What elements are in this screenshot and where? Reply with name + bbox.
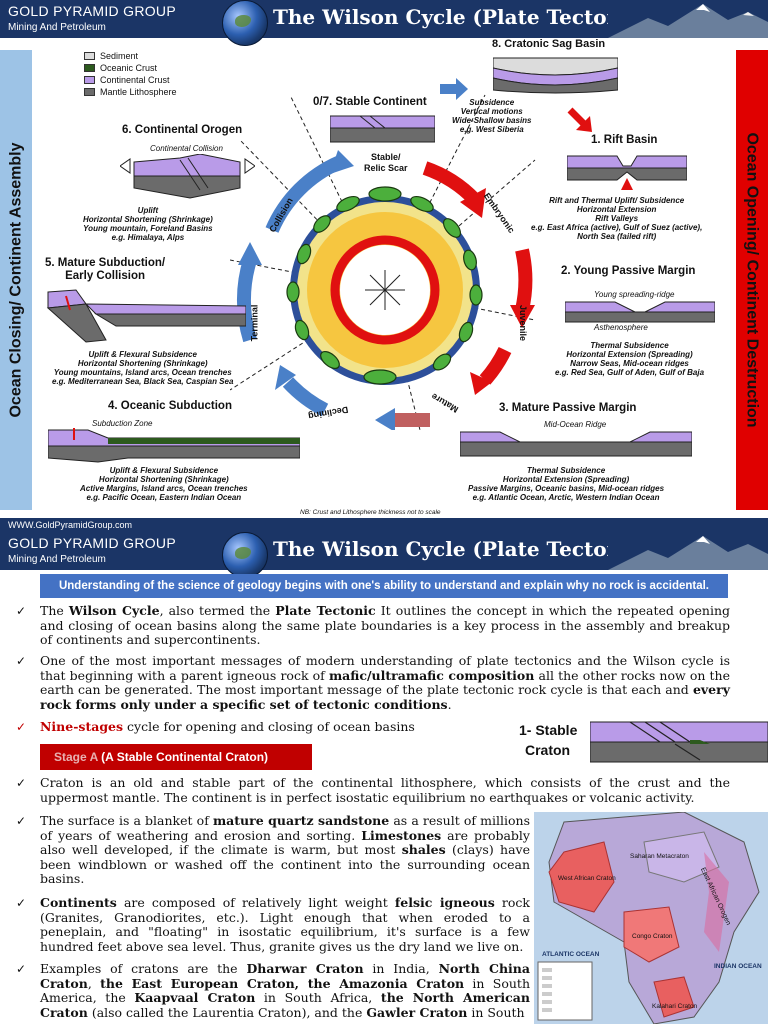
label-mid-ocean-ridge: Mid-Ocean Ridge (544, 420, 607, 429)
arrow-sag-to-rift (567, 107, 592, 132)
thickness-note: NB: Crust and Lithosphere thickness not … (300, 509, 441, 516)
checkmark-icon: ✓ (16, 776, 27, 790)
arrow-label-juvenile: Juvenile (518, 304, 529, 342)
stage-4-title: 4. Oceanic Subduction (108, 400, 232, 412)
slide-wilson-cycle-diagram: GOLD PYRAMID GROUP Mining And Petroleum … (0, 0, 768, 532)
cross-section-oceanic-subduction (48, 428, 300, 463)
slide-header: GOLD PYRAMID GROUP Mining And Petroleum … (0, 532, 768, 578)
company-name: GOLD PYRAMID GROUP (8, 535, 176, 551)
bullet-nine-stages: ✓ Nine-stages cycle for opening and clos… (16, 719, 415, 734)
checkmark-icon: ✓ (16, 962, 27, 976)
stage-2-title: 2. Young Passive Margin (561, 265, 696, 277)
legend-swatch-continental (84, 76, 95, 84)
arrow-label-terminal: Terminal (249, 304, 260, 342)
company-subtitle: Mining And Petroleum (8, 22, 106, 33)
legend-item: Oceanic Crust (84, 62, 177, 74)
quote-banner: Understanding of the science of geology … (40, 574, 728, 598)
map-label-west-african: West African Craton (558, 875, 616, 882)
legend-item: Mantle Lithosphere (84, 86, 177, 98)
label-young-spreading-ridge: Young spreading-ridge (594, 290, 675, 299)
slide-wilson-cycle-text: GOLD PYRAMID GROUP Mining And Petroleum … (0, 532, 768, 1024)
cross-section-mature-subduction (46, 289, 246, 343)
stable-craton-cross-section (590, 721, 768, 763)
checkmark-icon: ✓ (16, 896, 27, 910)
wilson-cycle-wheel (230, 94, 536, 430)
map-label-atlantic: ATLANTIC OCEAN (542, 951, 600, 958)
legend-swatch-mantle (84, 88, 95, 96)
cross-section-rift-basin (567, 155, 687, 190)
cross-section-continental-orogen (120, 154, 255, 199)
figure-label-stable: 1- Stable (519, 722, 578, 738)
map-label-saharan: Saharan Metacraton (630, 853, 689, 860)
cross-section-sag-basin (493, 57, 618, 94)
map-label-indian: INDIAN OCEAN (714, 963, 762, 970)
label-subduction-zone: Subduction Zone (92, 419, 153, 428)
africa-craton-map: Saharan Metacraton West African Craton E… (534, 812, 768, 1024)
bullet-igneous-parent: ✓ One of the most important messages of … (16, 653, 731, 712)
legend-item: Continental Crust (84, 74, 177, 86)
cross-section-stable-continent (330, 115, 435, 143)
cross-section-young-passive-margin (565, 301, 715, 323)
legend-swatch-oceanic (84, 64, 95, 72)
map-label-kalahari: Kalahari Craton (652, 1003, 698, 1010)
arrow-stable-to-sag (440, 78, 468, 100)
stage-6-title: 6. Continental Orogen (122, 124, 243, 136)
stage-1-title: 1. Rift Basin (591, 134, 658, 146)
company-subtitle: Mining And Petroleum (8, 554, 106, 565)
map-label-congo: Congo Craton (632, 933, 673, 940)
africa-map-graphic (534, 812, 768, 1024)
label-continental-collision: Continental Collision (150, 144, 223, 153)
checkmark-icon: ✓ (16, 604, 27, 618)
cross-section-mature-passive-margin (460, 431, 692, 457)
legend-swatch-sediment (84, 52, 95, 60)
website-footer[interactable]: WWW.GoldPyramidGroup.com (0, 518, 768, 532)
mountain-banner-image (608, 532, 768, 570)
center-label-stable-relic-scar: Stable/ Relic Scar (364, 152, 408, 173)
label-asthenosphere: Asthenosphere (594, 323, 648, 332)
bullet-continents: ✓ Continents are composed of relatively … (16, 895, 530, 954)
slide-title: The Wilson Cycle (Plate Tectonics) (273, 5, 662, 29)
right-sidebar-ocean-opening: Ocean Opening/ Continent Destruction (736, 50, 768, 510)
left-sidebar-ocean-closing: Ocean Closing/ Continent Assembly (0, 50, 32, 510)
stage-3-title: 3. Mature Passive Margin (499, 402, 637, 414)
checkmark-icon: ✓ (16, 654, 27, 668)
company-name: GOLD PYRAMID GROUP (8, 3, 176, 19)
legend: Sediment Oceanic Crust Continental Crust… (84, 50, 177, 98)
stage-0-title: 0/7. Stable Continent (313, 96, 427, 108)
legend-item: Sediment (84, 50, 177, 62)
stage-a-heading: Stage A (A Stable Continental Craton) (40, 744, 312, 770)
stage-5-title: 5. Mature Subduction/ Early Collision (45, 257, 166, 282)
slide-header: GOLD PYRAMID GROUP Mining And Petroleum … (0, 0, 768, 46)
mountain-banner-image (608, 0, 768, 38)
globe-logo (222, 0, 268, 46)
slide-title: The Wilson Cycle (Plate Tectonics) (273, 537, 662, 561)
bullet-surface-blanket: ✓ The surface is a blanket of mature qua… (16, 813, 530, 886)
bullet-craton-examples: ✓ Examples of cratons are the Dharwar Cr… (16, 961, 530, 1020)
checkmark-icon: ✓ (16, 720, 27, 734)
bullet-craton-definition: ✓ Craton is an old and stable part of th… (16, 775, 730, 805)
bullet-wilson-cycle: ✓ The Wilson Cycle, also termed the Plat… (16, 603, 730, 647)
globe-logo (222, 532, 268, 578)
figure-label-craton: Craton (525, 742, 571, 758)
checkmark-icon: ✓ (16, 814, 27, 828)
stage-8-title: 8. Cratonic Sag Basin (492, 38, 606, 50)
